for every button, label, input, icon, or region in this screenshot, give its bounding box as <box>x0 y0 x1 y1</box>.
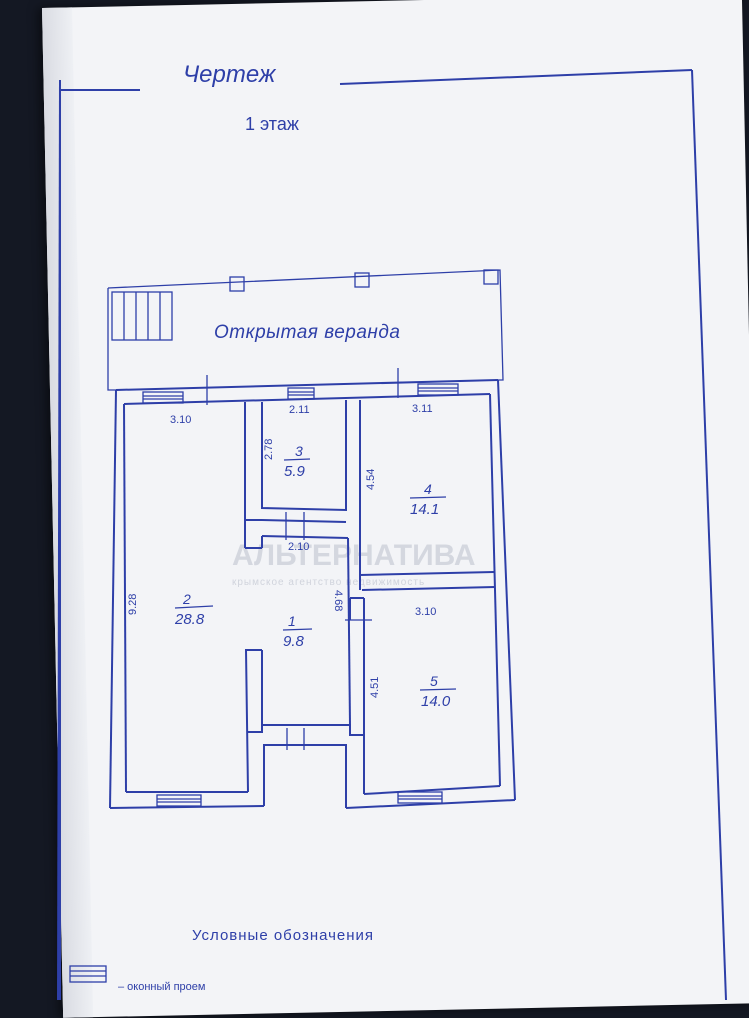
veranda: Открытая веранда <box>107 269 504 391</box>
dim-room5-length: 4.51 <box>369 677 381 698</box>
veranda-column <box>229 276 245 292</box>
watermark-tagline: крымское агентство недвижимость <box>232 577 425 588</box>
room-number: 2 <box>182 591 191 607</box>
room-5-label: 5 14.0 <box>419 673 457 710</box>
room-number: 4 <box>424 481 432 497</box>
doors <box>206 368 399 750</box>
windows <box>142 383 459 807</box>
floor-label: 1 этаж <box>245 114 299 134</box>
room-area: 14.1 <box>410 501 439 518</box>
house-walls <box>109 379 516 809</box>
dimension-labels: 3.10 2.11 3.11 2.10 3.10 2.78 4.54 9.28 … <box>127 403 436 698</box>
veranda-label: Открытая веранда <box>214 322 400 343</box>
room-number: 3 <box>295 443 303 459</box>
dim-room4-length: 4.54 <box>365 469 377 490</box>
veranda-left-wall <box>107 288 118 391</box>
window-icon <box>417 383 459 396</box>
room-1-label: 1 9.8 <box>282 613 313 650</box>
dim-hall-width: 2.10 <box>288 541 309 553</box>
veranda-stairs <box>111 291 173 341</box>
dim-room3-length: 2.78 <box>263 439 275 460</box>
room-2-label: 2 28.8 <box>174 591 214 628</box>
frame-top-line-right <box>339 69 693 85</box>
veranda-column <box>483 269 499 285</box>
dim-room3-width: 2.11 <box>289 404 310 416</box>
window-icon <box>397 791 443 804</box>
dim-room2-length: 9.28 <box>127 594 139 615</box>
window-legend-icon <box>69 965 107 983</box>
room-area: 9.8 <box>283 633 305 650</box>
frame-right-line <box>691 69 727 1000</box>
veranda-column <box>354 272 370 288</box>
dim-room4-width: 3.11 <box>412 403 433 415</box>
drawing-title: Чертеж <box>183 61 277 88</box>
dim-room2-width: 3.10 <box>170 414 191 426</box>
legend-window-label: – оконный проем <box>118 981 205 993</box>
dim-room5-width: 3.10 <box>415 606 436 618</box>
window-icon <box>156 794 202 807</box>
legend: Условные обозначения – оконный проем <box>69 927 374 993</box>
legend-title: Условные обозначения <box>192 927 374 944</box>
room-area: 5.9 <box>284 463 306 480</box>
dim-hall-length: 4.68 <box>332 590 344 611</box>
window-icon <box>142 391 184 404</box>
stairs-outline <box>111 291 173 341</box>
room-3-label: 3 5.9 <box>283 443 311 480</box>
room-number: 5 <box>430 673 438 689</box>
watermark-brand: АЛЬТЕРНАТИВА <box>232 539 476 572</box>
room-number: 1 <box>288 613 296 629</box>
interior-walls <box>244 400 496 794</box>
room-4-label: 4 14.1 <box>409 481 447 518</box>
room-area: 14.0 <box>421 693 451 710</box>
window-icon <box>287 387 315 400</box>
room-area: 28.8 <box>174 611 205 628</box>
